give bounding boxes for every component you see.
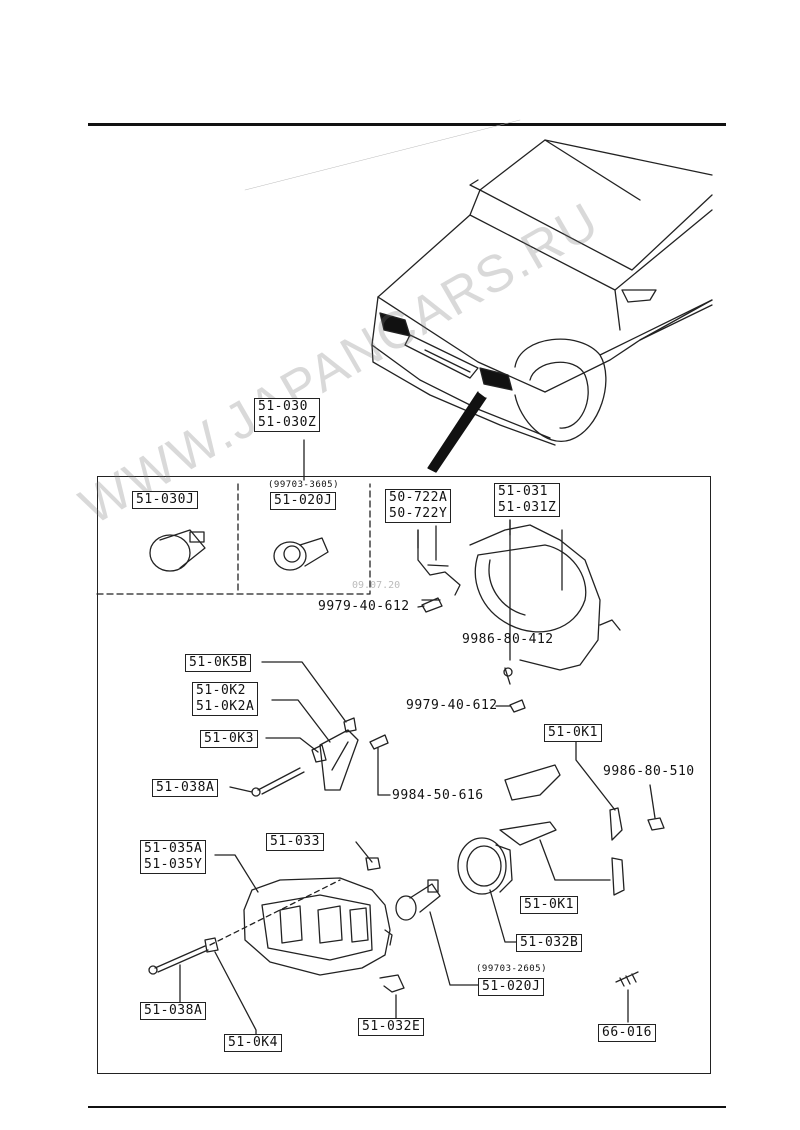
- leader-51-038A-top: [229, 786, 253, 793]
- leader-51-0K1-top: [575, 741, 616, 811]
- left-headlamp-shape: [379, 312, 411, 337]
- bulb-inset-box: [96, 483, 371, 595]
- bolt-label-9986-80-412: 9986-80-412: [462, 632, 554, 647]
- leader-9979-a: [417, 605, 425, 608]
- part-label-51-032B: 51-032B: [516, 934, 583, 952]
- leader-51-0K5B: [261, 661, 347, 723]
- ref-number-top: (99703-3605): [268, 480, 340, 490]
- part-label-51-0K2: 51-0K2: [196, 683, 246, 698]
- part-label-51-035-group: 51-035A 51-035Y: [140, 840, 207, 874]
- part-label-51-0K5B: 51-0K5B: [185, 654, 252, 672]
- part-label-51-0K2-group: 51-0K2 51-0K2A: [192, 682, 259, 716]
- mounting-plate-51-031-drawing: [469, 519, 621, 671]
- leader-51-0K3: [265, 737, 319, 753]
- leader-51-0K2: [271, 699, 331, 743]
- part-label-66-016: 66-016: [598, 1024, 656, 1042]
- top-rule: [88, 123, 726, 126]
- part-label-51-038A-bottom: 51-038A: [140, 1002, 207, 1020]
- part-label-51-020J-bottom: 51-020J: [478, 978, 545, 996]
- bracket-50-722A-drawing: [417, 525, 461, 601]
- part-label-51-038A-top: 51-038A: [152, 779, 219, 797]
- part-label-51-031-group: 51-031 51-031Z: [494, 483, 561, 517]
- part-label-51-020J-top: 51-020J: [270, 492, 337, 510]
- part-label-51-0K1-top: 51-0K1: [544, 724, 602, 742]
- part-label-51-030-group: 51-030 51-030Z: [254, 398, 321, 432]
- part-label-51-030Z: 51-030Z: [258, 415, 317, 430]
- screw-51-038A-drawing: [251, 767, 305, 797]
- part-label-51-031Z: 51-031Z: [498, 500, 557, 515]
- car-illustration: [244, 119, 713, 446]
- bolt-label-9986-80-510: 9986-80-510: [603, 764, 695, 779]
- leader-51-033: [355, 841, 373, 863]
- nut-51-033: [365, 857, 381, 871]
- clip-51-032E-drawing: [379, 974, 405, 993]
- part-label-51-030J: 51-030J: [132, 491, 199, 509]
- bolt-label-9979-40-612-b: 9979-40-612: [406, 698, 498, 713]
- part-label-51-033: 51-033: [266, 833, 324, 851]
- part-label-51-0K4: 51-0K4: [224, 1034, 282, 1052]
- spring-66-016-drawing: [615, 971, 639, 1023]
- ref-number-bottom: (99703-2605): [476, 964, 548, 974]
- part-label-50-722Y: 50-722Y: [389, 506, 448, 521]
- leader-51-035A: [214, 854, 259, 893]
- bolt-drawings: [343, 597, 526, 796]
- bolt-label-9979-40-612-a: 9979-40-612: [318, 599, 410, 614]
- bulb-51-020J-top-drawing: [273, 537, 329, 571]
- part-label-51-0K2A: 51-0K2A: [196, 699, 255, 714]
- part-label-51-030: 51-030: [258, 399, 308, 414]
- part-label-50-722A: 50-722A: [389, 490, 448, 505]
- date-stamp: 09.07.20: [352, 580, 401, 591]
- adjuster-51-0K2-drawing: [311, 729, 359, 791]
- screw-51-038A-bottom-drawing: [148, 937, 219, 975]
- part-label-51-0K3: 51-0K3: [200, 730, 258, 748]
- bottom-rule: [88, 1106, 726, 1108]
- headlamp-51-035A-drawing: [243, 877, 393, 976]
- leader-51-032B: [489, 889, 517, 943]
- part-label-51-031: 51-031: [498, 484, 548, 499]
- bolt-label-9984-50-616: 9984-50-616: [392, 788, 484, 803]
- leader-51-0K1-bottom: [539, 839, 611, 881]
- bulb-51-030J-drawing: [149, 529, 206, 572]
- pointer-arrow: [427, 391, 487, 473]
- bulb-51-020J-bottom-drawing: [395, 879, 441, 921]
- dash-axis-lamp: [209, 879, 341, 946]
- leader-51-0K4: [214, 951, 257, 1041]
- leader-9986-80-510: [649, 784, 656, 819]
- parts-frame: [97, 476, 711, 1074]
- part-label-51-035Y: 51-035Y: [144, 857, 203, 872]
- leader-51-020J-bottom: [429, 911, 479, 986]
- part-label-51-035A: 51-035A: [144, 841, 203, 856]
- socket-51-032B-drawing: [457, 837, 513, 895]
- part-label-50-722-group: 50-722A 50-722Y: [385, 489, 452, 523]
- right-headlamp-shape: [479, 367, 513, 391]
- part-label-51-0K1-bottom: 51-0K1: [520, 896, 578, 914]
- part-label-51-032E: 51-032E: [358, 1018, 425, 1036]
- lever-51-0K1-drawing: [499, 764, 665, 896]
